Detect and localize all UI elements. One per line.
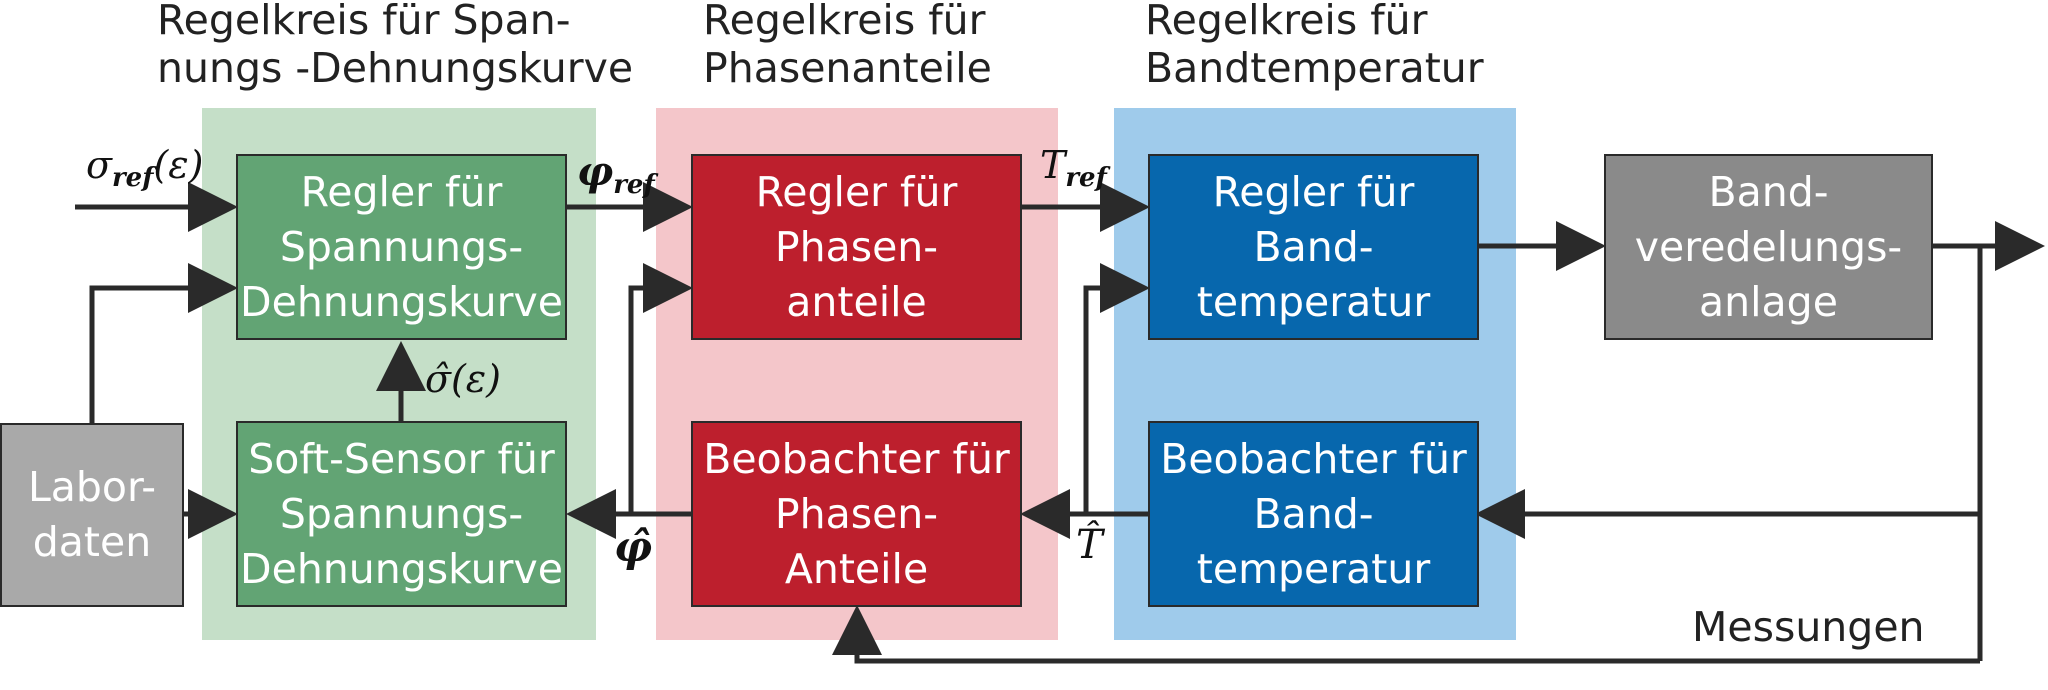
lab-data-block: Labor- daten [0, 423, 184, 607]
temperature-controller-block: Regler für Band- temperatur [1148, 154, 1479, 340]
temperature-observer-block: Beobachter für Band- temperatur [1148, 421, 1479, 607]
t-hat-to-regler-arrow [1083, 263, 1150, 514]
phase-controller-block: Regler für Phasen- anteile [691, 154, 1022, 340]
phase-observer-block: Beobachter für Phasen- Anteile [691, 421, 1022, 607]
soft-sensor-block: Soft-Sensor für Spannungs- Dehnungskurve [236, 421, 567, 607]
t-hat-label: T̂ [1076, 522, 1103, 568]
stress-strain-loop-title: Regelkreis für Span- nungs -Dehnungskurv… [157, 0, 634, 92]
measurements-label: Messungen [1692, 603, 1925, 651]
phi-hat-label: φ̂ [614, 522, 653, 571]
measurement-to-phase-observer-arrow [832, 605, 1980, 664]
sigma-ref-label: σref(ε) [86, 143, 204, 193]
phase-loop-title: Regelkreis für Phasenanteile [703, 0, 992, 92]
strip-finishing-plant-block: Band- veredelungs- anlage [1604, 154, 1933, 340]
temperature-loop-title: Regelkreis für Bandtemperatur [1145, 0, 1484, 92]
t-ref-label: Tref [1040, 143, 1107, 193]
labor-to-regler-arrow [89, 263, 238, 423]
phi-hat-to-regler-arrow [628, 263, 693, 514]
sigma-hat-label: σ̂(ε) [425, 357, 501, 401]
phi-ref-label: φref [577, 148, 655, 200]
stress-strain-controller-block: Regler für Spannungs- Dehnungskurve [236, 154, 567, 340]
